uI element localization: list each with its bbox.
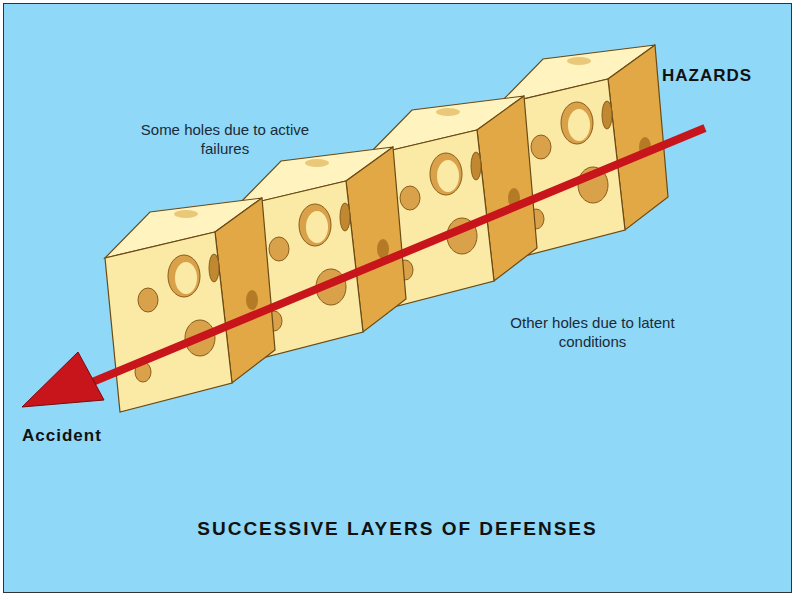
caption: SUCCESSIVE LAYERS OF DEFENSES (0, 518, 795, 540)
accident-label: Accident (22, 426, 142, 446)
annotation-note: Some holes due to active failures (140, 120, 310, 158)
defense-layer (105, 198, 275, 412)
hazard-trajectory (90, 128, 705, 383)
hazards-label: HAZARDS (662, 66, 787, 86)
arrow-head (22, 352, 104, 407)
annotation-note: Other holes due to latent conditions (505, 313, 680, 351)
